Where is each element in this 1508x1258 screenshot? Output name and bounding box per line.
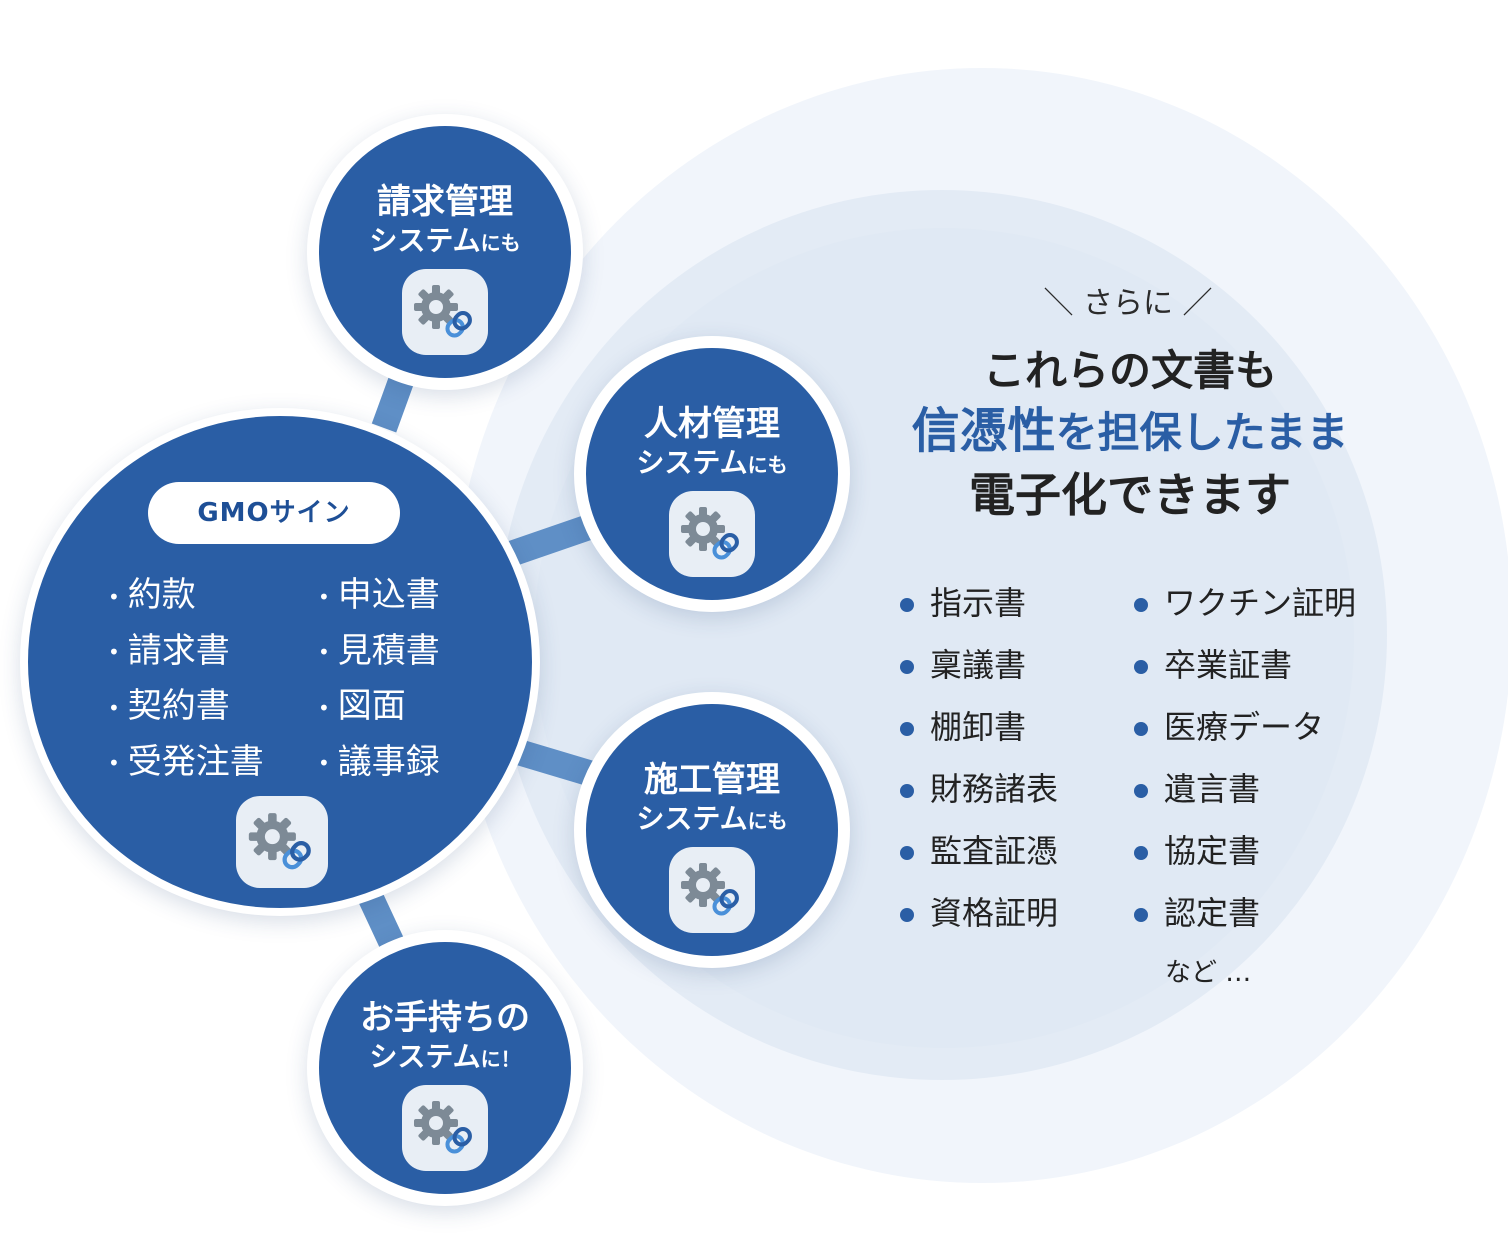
headline-line-1: これらの文書も (982, 346, 1277, 395)
bullet-dot (1134, 908, 1148, 922)
list-item: 遺言書 (1134, 758, 1356, 820)
gmo-sign-logo: GMOサイン (148, 482, 400, 544)
bullet-dot (1134, 598, 1148, 612)
list-item: 卒業証書 (1134, 634, 1356, 696)
gmo-sign-node: GMOサイン •約款 •請求書 •契約書 •受発注書 •申込書 •見積書 •図面… (20, 408, 540, 916)
system-subtitle: システムに！ (369, 1040, 521, 1073)
gear-icon (414, 285, 472, 338)
system-subtitle: システムにも (636, 446, 788, 479)
extra-document-list-right: ワクチン証明 卒業証書 医療データ 遺言書 協定書 認定書 (1134, 572, 1356, 944)
tagline: ＼ さらに ／ (1043, 286, 1213, 321)
list-item: 指示書 (900, 572, 1058, 634)
bullet-dot (900, 784, 914, 798)
gear-icon (248, 813, 311, 870)
system-title: 施工管理 (644, 760, 780, 800)
list-item: ワクチン証明 (1134, 572, 1356, 634)
system-node-seko: 施工管理 システムにも (574, 692, 850, 968)
etc-label: など … (1165, 958, 1252, 988)
bullet-dot (900, 908, 914, 922)
gear-link-icon (236, 796, 328, 888)
system-node-temochi: お手持ちの システムに！ (307, 930, 583, 1206)
gear-link-icon (669, 491, 755, 577)
gear-icon (681, 863, 739, 916)
link-icon (712, 889, 739, 916)
link-icon (445, 1127, 472, 1154)
gear-link-icon (402, 269, 488, 355)
list-item: •見積書 (318, 630, 440, 671)
gear-link-icon (669, 847, 755, 933)
gear-icon (414, 1101, 472, 1154)
connector-jinzai (500, 513, 597, 569)
headline: これらの文書も 信憑性を担保したまま 電子化できます (870, 342, 1390, 526)
gear-link-icon (402, 1085, 488, 1171)
system-node-seikyu: 請求管理 システムにも (307, 114, 583, 390)
list-item: 監査証憑 (900, 820, 1058, 882)
main-document-list-right: •申込書 •見積書 •図面 •議事録 (318, 568, 440, 790)
system-title: 人材管理 (644, 404, 780, 444)
list-item: •契約書 (108, 686, 230, 726)
extra-document-list-left: 指示書 稟議書 棚卸書 財務諸表 監査証憑 資格証明 (900, 572, 1058, 944)
gear-icon (681, 507, 739, 560)
link-icon (445, 311, 472, 338)
list-item: •約款 (108, 575, 196, 615)
list-item: 医療データ (1134, 696, 1356, 758)
system-title: 請求管理 (377, 182, 513, 222)
system-node-jinzai: 人材管理 システムにも (574, 336, 850, 612)
system-title: お手持ちの (360, 998, 530, 1038)
list-item: •議事録 (318, 741, 440, 782)
list-item: •申込書 (318, 575, 440, 615)
bullet-dot (900, 598, 914, 612)
list-item: •受発注書 (108, 741, 264, 782)
headline-line-2: 信憑性を担保したまま (911, 403, 1349, 459)
link-icon (712, 533, 739, 560)
headline-line-3: 電子化できます (969, 468, 1291, 522)
bullet-dot (1134, 846, 1148, 860)
system-subtitle: システムにも (636, 802, 788, 835)
list-item: •請求書 (108, 630, 230, 671)
bullet-dot (900, 660, 914, 674)
list-item: 協定書 (1134, 820, 1356, 882)
list-item: 資格証明 (900, 882, 1058, 944)
system-subtitle: システムにも (369, 224, 521, 257)
bullet-dot (900, 846, 914, 860)
list-item: 財務諸表 (900, 758, 1058, 820)
main-document-list-left: •約款 •請求書 •契約書 •受発注書 (108, 568, 264, 790)
list-item: 認定書 (1134, 882, 1356, 944)
list-item: 稟議書 (900, 634, 1058, 696)
list-item: 棚卸書 (900, 696, 1058, 758)
bullet-dot (900, 722, 914, 736)
bullet-dot (1134, 660, 1148, 674)
link-icon (282, 840, 311, 870)
bullet-dot (1134, 722, 1148, 736)
bullet-dot (1134, 784, 1148, 798)
list-item: •図面 (318, 686, 406, 726)
